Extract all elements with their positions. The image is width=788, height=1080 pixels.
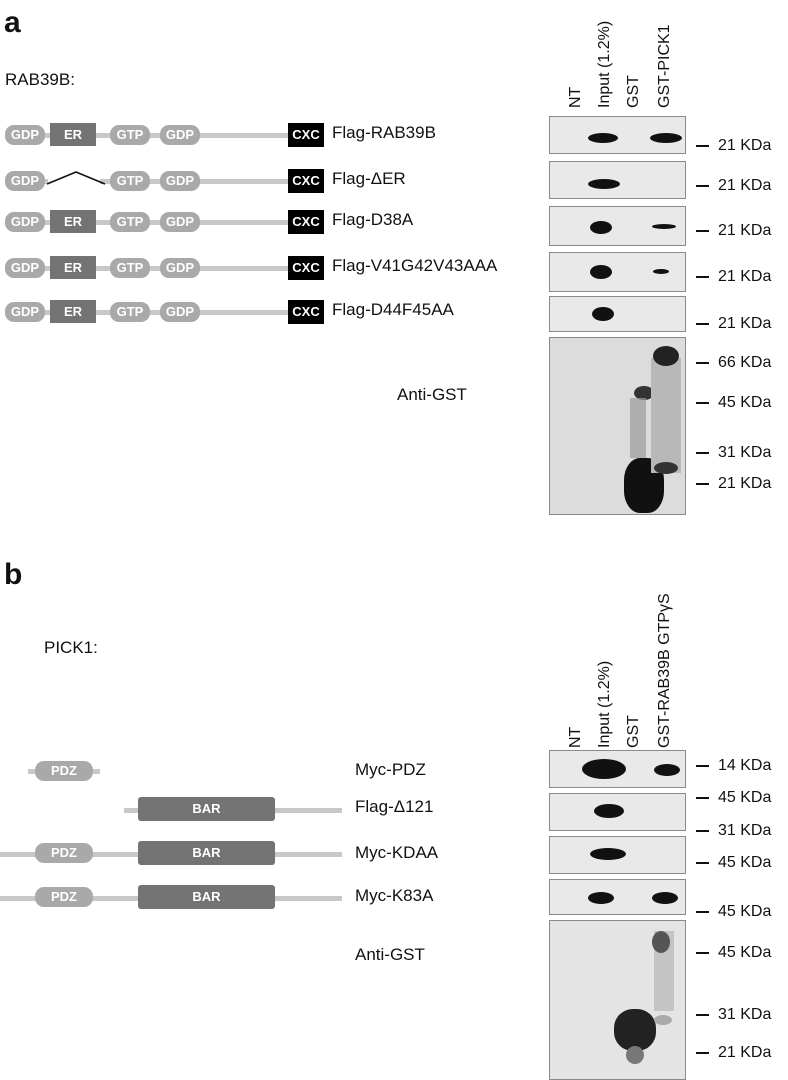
gdp-domain: GDP bbox=[160, 258, 200, 278]
pdz-domain: PDZ bbox=[35, 843, 93, 863]
panel-a-title: RAB39B: bbox=[5, 70, 75, 89]
gtp-domain: GTP bbox=[110, 258, 150, 278]
panel-b-label: b bbox=[4, 558, 23, 591]
lane-header-gst-pick1: GST-PICK1 bbox=[656, 24, 673, 108]
blot-strip bbox=[549, 161, 686, 199]
gtp-domain: GTP bbox=[110, 171, 150, 191]
bar-domain: BAR bbox=[138, 841, 275, 865]
blot-strip bbox=[549, 879, 686, 915]
construct-row: GDP ER GTP GDP CXC bbox=[0, 255, 330, 283]
construct-row: PDZ bbox=[0, 759, 340, 785]
cxc-domain: CXC bbox=[288, 123, 324, 147]
size-marker: 31 KDa bbox=[696, 1006, 771, 1024]
construct-row: GDP ER GTP GDP CXC bbox=[0, 299, 330, 327]
gst-blot bbox=[549, 337, 686, 515]
construct-row: BAR bbox=[0, 797, 342, 825]
size-marker: 21 KDa bbox=[696, 222, 771, 240]
er-domain: ER bbox=[50, 210, 96, 233]
construct-name: Myc-PDZ bbox=[355, 760, 426, 779]
construct-row: GDP ER GTP GDP CXC bbox=[0, 122, 330, 150]
pdz-domain: PDZ bbox=[35, 761, 93, 781]
blot-strip bbox=[549, 252, 686, 292]
size-marker: 21 KDa bbox=[696, 475, 771, 493]
gst-blot bbox=[549, 920, 686, 1080]
anti-gst-label: Anti-GST bbox=[355, 945, 425, 964]
blot-strip bbox=[549, 793, 686, 831]
bar-domain: BAR bbox=[138, 797, 275, 821]
construct-row: GDP GTP GDP CXC bbox=[0, 168, 330, 196]
lane-header-input: Input (1.2%) bbox=[596, 660, 613, 748]
size-marker: 21 KDa bbox=[696, 1044, 771, 1062]
size-marker: 31 KDa bbox=[696, 822, 771, 840]
construct-name: Flag-Δ121 bbox=[355, 797, 434, 816]
gtp-domain: GTP bbox=[110, 125, 150, 145]
er-domain: ER bbox=[50, 300, 96, 323]
lane-header-gst: GST bbox=[625, 715, 642, 748]
construct-row: PDZ BAR bbox=[0, 841, 342, 869]
gdp-domain: GDP bbox=[160, 171, 200, 191]
gdp-domain: GDP bbox=[160, 125, 200, 145]
deletion-caret bbox=[46, 171, 106, 185]
construct-name: Flag-RAB39B bbox=[332, 123, 436, 142]
bar-domain: BAR bbox=[138, 885, 275, 909]
gdp-domain: GDP bbox=[5, 212, 45, 232]
lane-header-gst-rab39b: GST-RAB39B GTPγS bbox=[656, 593, 673, 748]
pdz-domain: PDZ bbox=[35, 887, 93, 907]
lane-header-gst: GST bbox=[625, 75, 642, 108]
cxc-domain: CXC bbox=[288, 210, 324, 234]
construct-name: Myc-K83A bbox=[355, 886, 434, 905]
gtp-domain: GTP bbox=[110, 302, 150, 322]
construct-name: Flag-ΔER bbox=[332, 169, 406, 188]
size-marker: 45 KDa bbox=[696, 394, 771, 412]
construct-name: Flag-D44F45AA bbox=[332, 300, 454, 319]
size-marker: 21 KDa bbox=[696, 177, 771, 195]
construct-row: PDZ BAR bbox=[0, 885, 342, 913]
er-domain: ER bbox=[50, 256, 96, 279]
construct-row: GDP ER GTP GDP CXC bbox=[0, 209, 330, 237]
blot-strip bbox=[549, 836, 686, 874]
cxc-domain: CXC bbox=[288, 256, 324, 280]
size-marker: 45 KDa bbox=[696, 854, 771, 872]
gtp-domain: GTP bbox=[110, 212, 150, 232]
size-marker: 45 KDa bbox=[696, 789, 771, 807]
lane-header-nt: NT bbox=[567, 86, 584, 108]
blot-strip bbox=[549, 750, 686, 788]
size-marker: 66 KDa bbox=[696, 354, 771, 372]
cxc-domain: CXC bbox=[288, 169, 324, 193]
gdp-domain: GDP bbox=[5, 171, 45, 191]
anti-gst-label: Anti-GST bbox=[397, 385, 467, 404]
blot-strip bbox=[549, 116, 686, 154]
size-marker: 21 KDa bbox=[696, 315, 771, 333]
size-marker: 45 KDa bbox=[696, 944, 771, 962]
er-domain: ER bbox=[50, 123, 96, 146]
lane-header-input: Input (1.2%) bbox=[596, 20, 613, 108]
blot-strip bbox=[549, 206, 686, 246]
lane-header-nt: NT bbox=[567, 726, 584, 748]
construct-name: Myc-KDAA bbox=[355, 843, 439, 862]
size-marker: 21 KDa bbox=[696, 137, 771, 155]
panel-b-title: PICK1: bbox=[44, 638, 98, 657]
gdp-domain: GDP bbox=[5, 302, 45, 322]
gdp-domain: GDP bbox=[5, 258, 45, 278]
gdp-domain: GDP bbox=[160, 302, 200, 322]
construct-name: Flag-V41G42V43AAA bbox=[332, 256, 498, 275]
cxc-domain: CXC bbox=[288, 300, 324, 324]
size-marker: 45 KDa bbox=[696, 903, 771, 921]
size-marker: 31 KDa bbox=[696, 444, 771, 462]
size-marker: 14 KDa bbox=[696, 757, 771, 775]
size-marker: 21 KDa bbox=[696, 268, 771, 286]
gdp-domain: GDP bbox=[5, 125, 45, 145]
panel-a-label: a bbox=[4, 6, 21, 39]
gdp-domain: GDP bbox=[160, 212, 200, 232]
blot-strip bbox=[549, 296, 686, 332]
construct-name: Flag-D38A bbox=[332, 210, 414, 229]
